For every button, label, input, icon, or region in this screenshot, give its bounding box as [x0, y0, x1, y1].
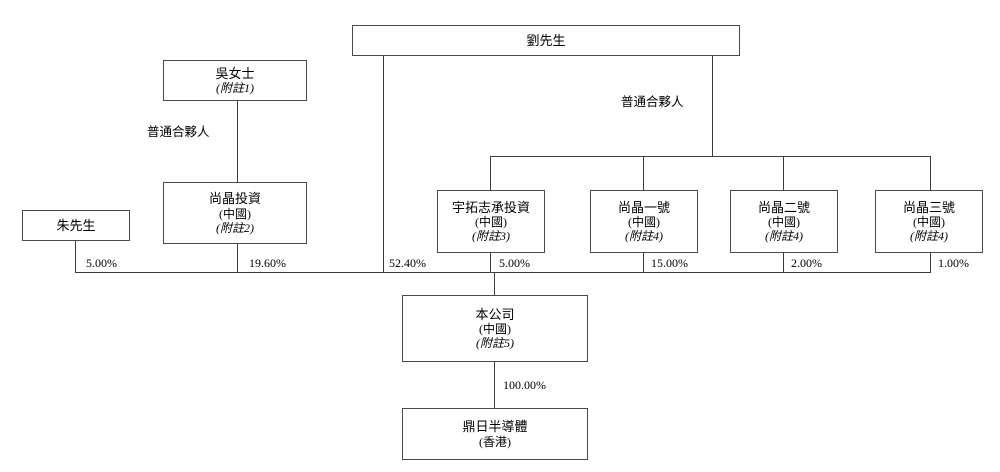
label-pct-sj3: 1.00% — [938, 256, 969, 270]
connector-company-to-dingri — [494, 362, 495, 408]
node-location-shangjing-no2: (中國) — [768, 215, 800, 229]
node-name-company: 本公司 — [475, 306, 515, 322]
connector-partner-bus-to-sj2 — [783, 156, 784, 190]
label-general-partner-right: 普通合夥人 — [621, 95, 684, 109]
node-name-shangjing-no2: 尚晶二號 — [757, 199, 810, 215]
node-location-company: (中國) — [479, 322, 511, 336]
node-box-company[interactable]: 本公司 (中國) (附註5) — [402, 295, 588, 362]
label-pct-sj2: 2.00% — [791, 256, 822, 270]
node-location-shangjing-no1: (中國) — [628, 215, 660, 229]
node-name-shangjing-no3: 尚晶三號 — [902, 199, 955, 215]
node-name-yutuo: 宇拓志承投資 — [451, 199, 530, 215]
connector-partner-bus-to-sj3 — [930, 156, 931, 190]
label-pct-zhu: 5.00% — [86, 256, 117, 270]
node-location-shangjing-investment: (中國) — [219, 206, 251, 221]
connector-wu-to-shangjing-investment — [237, 101, 238, 182]
node-box-wu[interactable]: 吳女士 (附註1) — [163, 60, 307, 101]
connector-partner-bus-to-yutuo — [490, 156, 491, 190]
node-note-company: (附註5) — [476, 336, 514, 351]
node-box-shangjing-investment[interactable]: 尚晶投資 (中國) (附註2) — [163, 182, 307, 244]
node-name-liu: 劉先生 — [526, 32, 566, 48]
connector-sj1-to-bus — [643, 253, 644, 272]
node-box-yutuo[interactable]: 宇拓志承投資 (中國) (附註3) — [437, 190, 545, 253]
node-name-dingri: 鼎日半導體 — [462, 419, 528, 435]
node-name-shangjing-investment: 尚晶投資 — [208, 191, 261, 207]
connector-shangjing-investment-to-bus — [237, 244, 238, 272]
connector-sj2-to-bus — [783, 253, 784, 272]
node-location-yutuo: (中國) — [475, 215, 507, 229]
connector-zhu-to-bus — [75, 241, 76, 272]
label-pct-yutuo: 5.00% — [499, 256, 530, 270]
node-note-yutuo: (附註3) — [472, 229, 510, 244]
label-pct-shangjing-investment: 19.60% — [249, 256, 286, 270]
node-box-zhu[interactable]: 朱先生 — [22, 210, 130, 241]
label-general-partner-left: 普通合夥人 — [147, 125, 210, 139]
node-note-shangjing-investment: (附註2) — [216, 220, 254, 235]
partner-bus-right — [490, 156, 931, 157]
connector-partner-bus-to-sj1 — [643, 156, 644, 190]
node-note-wu: (附註1) — [216, 81, 254, 96]
node-name-wu: 吳女士 — [215, 65, 255, 81]
node-location-shangjing-no3: (中國) — [913, 215, 945, 229]
connector-yutuo-to-bus — [490, 253, 491, 272]
node-note-shangjing-no2: (附註4) — [765, 229, 803, 244]
label-pct-sj1: 15.00% — [651, 256, 688, 270]
node-box-dingri[interactable]: 鼎日半導體 (香港) — [402, 408, 588, 460]
node-box-shangjing-no3[interactable]: 尚晶三號 (中國) (附註4) — [875, 190, 983, 253]
node-name-zhu: 朱先生 — [56, 217, 96, 233]
node-box-shangjing-no1[interactable]: 尚晶一號 (中國) (附註4) — [590, 190, 698, 253]
label-pct-company-to-dingri: 100.00% — [503, 378, 546, 392]
ownership-bus — [75, 272, 931, 273]
node-note-shangjing-no3: (附註4) — [910, 229, 948, 244]
node-location-dingri: (香港) — [479, 434, 511, 449]
node-name-shangjing-no1: 尚晶一號 — [617, 199, 670, 215]
node-note-shangjing-no1: (附註4) — [625, 229, 663, 244]
node-box-shangjing-no2[interactable]: 尚晶二號 (中國) (附註4) — [730, 190, 838, 253]
connector-liu-to-company — [383, 56, 384, 272]
connector-liu-to-partner-bus — [712, 56, 713, 156]
connector-sj3-to-bus — [930, 253, 931, 272]
node-box-liu[interactable]: 劉先生 — [352, 25, 740, 56]
connector-bus-to-company — [494, 272, 495, 295]
label-pct-liu: 52.40% — [389, 256, 426, 270]
